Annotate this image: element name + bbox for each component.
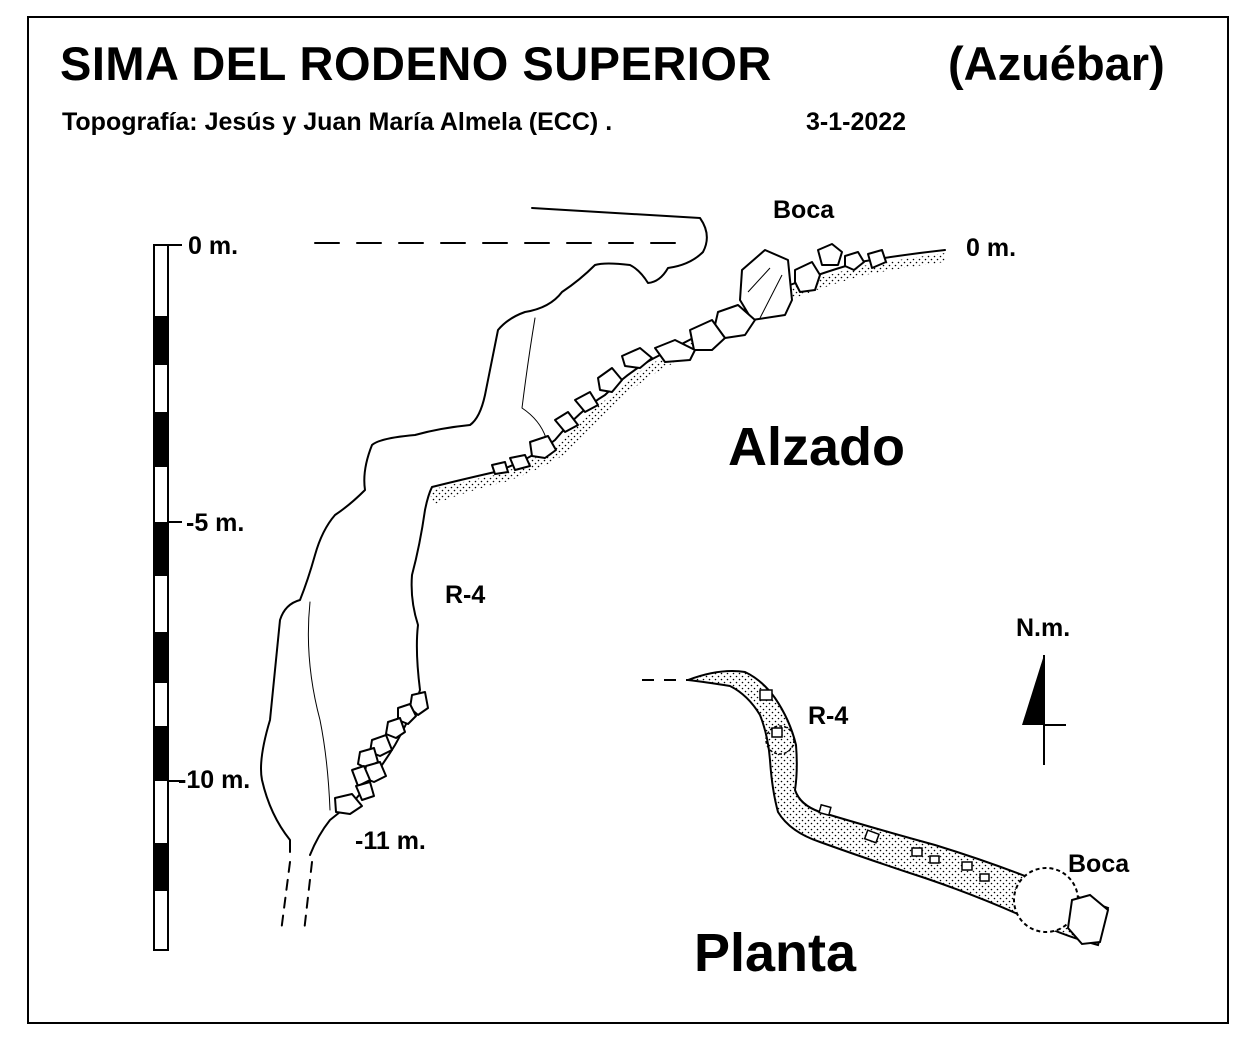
elevation-pitch-label: R-4 — [445, 581, 486, 609]
elevation-view-label: Alzado — [728, 417, 906, 477]
survey-location: (Azuébar) — [948, 37, 1165, 90]
survey-date: 3-1-2022 — [806, 108, 907, 136]
plan-view-label: Planta — [694, 923, 857, 983]
elevation-bottom-depth: -11 m. — [355, 827, 426, 855]
survey-credit: Topografía: Jesús y Juan María Almela (E… — [62, 108, 613, 136]
elevation-entrance-depth: 0 m. — [966, 234, 1017, 262]
elevation-boulders — [491, 243, 887, 475]
scale-label-5m: -5 m. — [186, 509, 245, 537]
north-arrow-icon — [1022, 655, 1066, 765]
elevation-floor-sediment — [430, 253, 945, 505]
north-label: N.m. — [1016, 614, 1071, 642]
plan-view — [642, 670, 1110, 947]
depth-scale-bar — [153, 244, 182, 951]
scale-label-10m: -10 m. — [178, 766, 251, 794]
plan-entrance-label: Boca — [1068, 850, 1130, 878]
plan-pitch-label: R-4 — [808, 702, 849, 730]
scale-label-0m: 0 m. — [188, 232, 239, 260]
shaft-boulders — [334, 691, 429, 815]
drawing-frame — [27, 16, 1229, 1024]
elevation-entrance-label: Boca — [773, 196, 835, 224]
survey-title: SIMA DEL RODENO SUPERIOR — [60, 37, 772, 90]
